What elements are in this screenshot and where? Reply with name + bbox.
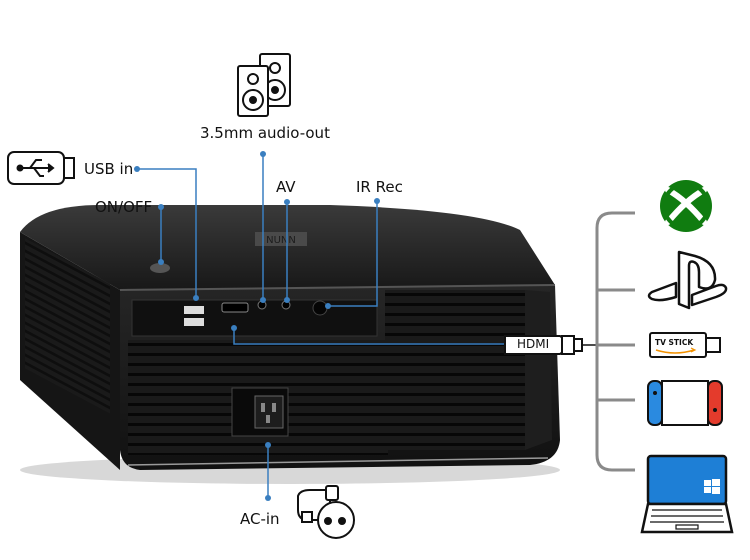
power-button xyxy=(150,263,170,273)
svg-text:NUNN: NUNN xyxy=(266,235,296,246)
brand-logo xyxy=(255,232,307,246)
game-console-icon xyxy=(647,380,723,426)
speakers-icon xyxy=(237,53,291,117)
laptop-icon xyxy=(640,454,734,534)
label-ac-in: AC-in xyxy=(240,510,280,528)
label-on-off: ON/OFF xyxy=(95,198,153,216)
callout-lines xyxy=(137,154,512,498)
power-plug-icon xyxy=(297,485,355,539)
hdmi-cable xyxy=(504,335,598,355)
label-usb-in: USB in xyxy=(84,160,134,178)
label-audio-out: 3.5mm audio-out xyxy=(200,124,330,142)
projector: NUNN xyxy=(20,205,560,484)
label-ir-rec: IR Rec xyxy=(356,178,403,196)
label-hdmi: HDMI xyxy=(517,337,550,351)
xbox-logo-icon xyxy=(660,180,712,232)
playstation-logo-icon xyxy=(647,250,728,310)
callout-dots xyxy=(134,151,380,501)
tv-stick-label: TV STICK xyxy=(655,338,694,347)
usb-port-1 xyxy=(184,306,204,314)
ir-receiver xyxy=(312,300,328,316)
usb-port-2 xyxy=(184,318,204,326)
hdmi-port xyxy=(221,302,249,313)
tv-stick-icon: TV STICK xyxy=(649,332,721,358)
device-bracket xyxy=(595,211,635,472)
label-av: AV xyxy=(276,178,296,196)
windows-logo-icon xyxy=(704,479,720,494)
usb-drive-icon xyxy=(7,151,75,185)
